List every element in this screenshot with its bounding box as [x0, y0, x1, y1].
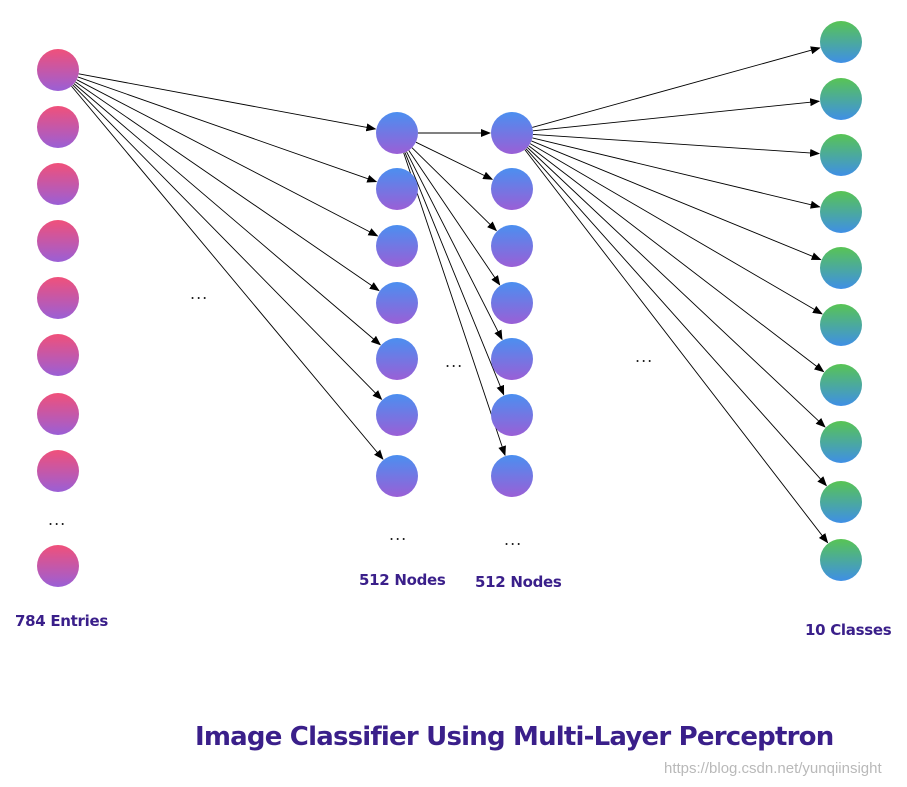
input-node-9 — [37, 545, 79, 587]
hidden2-output-arrow-3 — [532, 137, 821, 209]
output-node-10 — [820, 539, 862, 581]
hidden1-hidden2-arrow-2 — [411, 147, 498, 232]
hidden2-node-2 — [491, 168, 533, 210]
hidden2-output-arrow-9 — [524, 149, 829, 544]
input-hidden1-arrow-3 — [75, 81, 380, 292]
input-node-2 — [37, 106, 79, 148]
input-node-1 — [37, 49, 79, 91]
input-hidden1-arrow-4 — [73, 83, 382, 346]
diagram-title: Image Classifier Using Multi-Layer Perce… — [195, 722, 834, 752]
hidden2-node-1 — [491, 112, 533, 154]
hidden-layer-1-label: 512 Nodes — [359, 571, 446, 589]
ellipsis-output-edges: ... — [635, 347, 654, 366]
hidden2-output-arrow-0 — [532, 46, 821, 128]
ellipsis-input-layer: ... — [48, 510, 67, 529]
input-hidden1-arrow-6 — [71, 85, 384, 460]
hidden2-output-arrow-8 — [525, 148, 828, 487]
input-hidden1-arrow-5 — [72, 84, 383, 401]
input-node-7 — [37, 393, 79, 435]
hidden1-hidden2-arrow-5 — [404, 152, 505, 396]
hidden1-hidden2-arrow-6 — [403, 152, 506, 457]
output-node-5 — [820, 247, 862, 289]
input-node-5 — [37, 277, 79, 319]
hidden1-node-3 — [376, 225, 418, 267]
connection-arrows — [71, 46, 829, 544]
hidden-layer-2-label: 512 Nodes — [475, 573, 562, 591]
hidden2-output-arrow-6 — [528, 145, 825, 373]
neuron-nodes — [37, 21, 862, 587]
output-node-1 — [820, 21, 862, 63]
input-hidden1-arrow-2 — [76, 79, 379, 237]
hidden1-node-4 — [376, 282, 418, 324]
ellipsis-hidden-edges: ... — [445, 352, 464, 371]
hidden2-output-arrow-7 — [526, 147, 826, 428]
input-node-3 — [37, 163, 79, 205]
input-node-8 — [37, 450, 79, 492]
hidden1-node-2 — [376, 168, 418, 210]
output-node-4 — [820, 191, 862, 233]
ellipsis-hidden1-layer: ... — [389, 525, 408, 544]
hidden1-node-7 — [376, 455, 418, 497]
input-node-4 — [37, 220, 79, 262]
output-node-8 — [820, 421, 862, 463]
hidden1-node-5 — [376, 338, 418, 380]
output-node-7 — [820, 364, 862, 406]
input-hidden1-arrow-0 — [78, 73, 377, 132]
hidden1-node-1 — [376, 112, 418, 154]
input-node-6 — [37, 334, 79, 376]
hidden2-node-3 — [491, 225, 533, 267]
output-node-6 — [820, 304, 862, 346]
hidden2-output-arrow-4 — [531, 140, 822, 261]
ellipsis-hidden2-layer: ... — [504, 530, 523, 549]
input-layer-label: 784 Entries — [15, 612, 108, 630]
hidden1-hidden2-arrow-1 — [415, 141, 494, 180]
output-node-2 — [820, 78, 862, 120]
hidden2-output-arrow-2 — [532, 133, 821, 157]
output-node-9 — [820, 481, 862, 523]
hidden1-hidden2-arrow-3 — [408, 150, 501, 286]
hidden2-output-arrow-1 — [532, 98, 821, 132]
output-node-3 — [820, 134, 862, 176]
input-hidden1-arrow-1 — [77, 76, 378, 183]
hidden1-hidden2-arrow-4 — [406, 151, 503, 341]
hidden2-output-arrow-5 — [529, 143, 823, 315]
hidden2-node-7 — [491, 455, 533, 497]
watermark: https://blog.csdn.net/yunqiinsight — [664, 760, 882, 777]
hidden2-node-4 — [491, 282, 533, 324]
hidden2-node-6 — [491, 394, 533, 436]
ellipsis-input-edges: ... — [190, 284, 209, 303]
hidden2-node-5 — [491, 338, 533, 380]
output-layer-label: 10 Classes — [805, 621, 892, 639]
hidden1-node-6 — [376, 394, 418, 436]
